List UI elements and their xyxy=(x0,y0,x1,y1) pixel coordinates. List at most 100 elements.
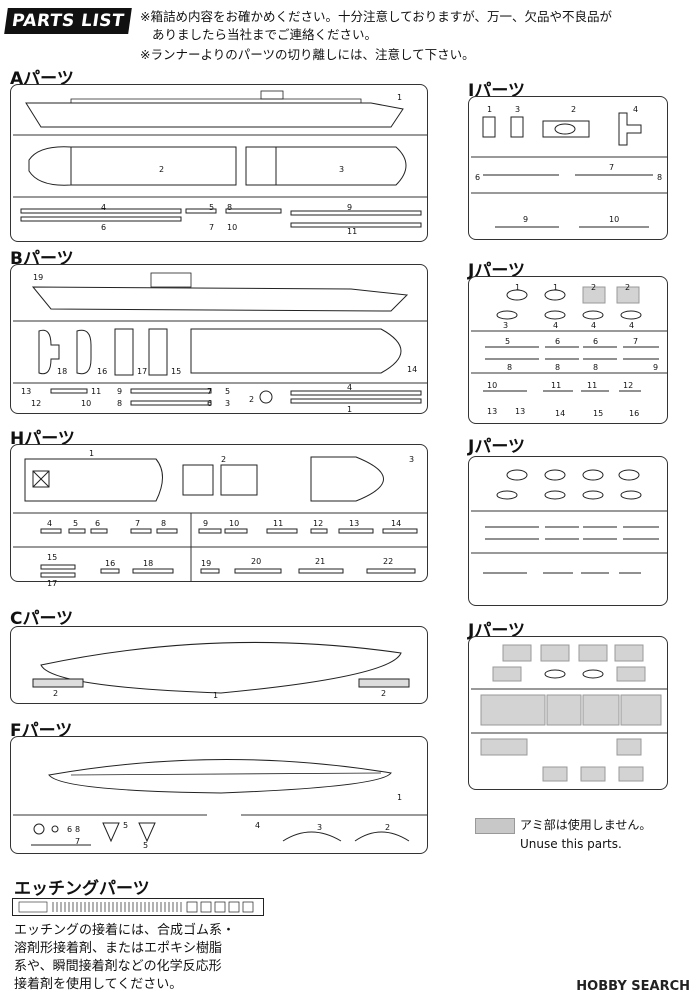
part-number: 15 xyxy=(593,409,604,418)
part-number: 4 xyxy=(101,203,107,212)
part-number: 2 xyxy=(159,165,165,174)
part-number: 1 xyxy=(213,691,219,700)
deck-parts-h xyxy=(13,456,427,581)
part-number: 1 xyxy=(397,793,403,802)
part-number: 12 xyxy=(623,381,634,390)
part-number: 20 xyxy=(251,557,262,566)
part-number: 4 xyxy=(47,519,53,528)
runner-f: 1 6 8 5 5 7 4 3 2 xyxy=(10,736,428,854)
part-number: 3 xyxy=(225,399,231,408)
unused-parts-swatch xyxy=(475,818,515,834)
notice-line-1: ※箱詰め内容をお確かめください。十分注意しておりますが、万一、欠品や不良品が xyxy=(140,9,612,24)
parts-j3 xyxy=(471,644,667,782)
parts-list-badge: PARTS LIST xyxy=(4,8,132,34)
part-number: 10 xyxy=(227,223,238,232)
part-number: 22 xyxy=(383,557,394,566)
part-number: 15 xyxy=(47,553,58,562)
part-number: 1 xyxy=(89,449,95,458)
section-title-etching: エッチングパーツ xyxy=(14,879,150,899)
etching-plate-parts xyxy=(18,901,254,913)
part-number: 14 xyxy=(555,409,566,418)
part-number: 12 xyxy=(31,399,42,408)
part-number: 11 xyxy=(551,381,562,390)
hobby-search-watermark: HOBBY SEARCH xyxy=(576,979,690,994)
part-number: 5 xyxy=(225,387,231,396)
part-number: 8 xyxy=(555,363,561,372)
part-number: 7 xyxy=(609,163,615,172)
part-number: 18 xyxy=(57,367,68,376)
parts-i xyxy=(471,112,667,228)
part-number: 3 xyxy=(503,321,509,330)
runner-j2 xyxy=(468,456,668,606)
part-number: 1 xyxy=(553,283,559,292)
part-number: 2 xyxy=(625,283,631,292)
part-number: 8 xyxy=(117,399,123,408)
part-number: 2 xyxy=(221,455,227,464)
part-number: 2 xyxy=(53,689,59,698)
part-number: 6 xyxy=(67,825,73,834)
part-number: 3 xyxy=(339,165,345,174)
part-number: 4 xyxy=(591,321,597,330)
part-number: 4 xyxy=(633,105,639,114)
part-number: 11 xyxy=(347,227,358,236)
runner-a: 1 2 3 4 5 6 7 8 9 10 11 xyxy=(10,84,428,242)
part-number: 7 xyxy=(633,337,639,346)
part-number: 11 xyxy=(91,387,102,396)
part-number: 5 xyxy=(123,821,129,830)
part-number: 2 xyxy=(385,823,391,832)
part-number: 13 xyxy=(21,387,32,396)
hull-upper-b19 xyxy=(13,272,427,406)
legend-text-en: Unuse this parts. xyxy=(520,837,622,851)
part-number: 6 xyxy=(101,223,107,232)
part-number: 14 xyxy=(391,519,402,528)
part-number: 8 xyxy=(75,825,81,834)
part-number: 18 xyxy=(143,559,154,568)
part-number: 5 xyxy=(143,841,149,850)
etching-note-line-4: 接着剤を使用してください。 xyxy=(14,977,183,992)
part-number: 10 xyxy=(487,381,498,390)
part-number: 1 xyxy=(397,93,403,102)
part-number: 9 xyxy=(203,519,209,528)
section-title-j2: Jパーツ xyxy=(468,437,525,457)
part-number: 8 xyxy=(227,203,233,212)
part-number: 19 xyxy=(33,273,44,282)
part-number: 10 xyxy=(229,519,240,528)
part-number: 9 xyxy=(117,387,123,396)
part-number: 21 xyxy=(315,557,326,566)
part-number: 3 xyxy=(515,105,521,114)
part-number: 14 xyxy=(407,365,418,374)
etching-note-line-1: エッチングの接着には、合成ゴム系・ xyxy=(14,923,236,938)
part-number: 6 xyxy=(555,337,561,346)
notice-line-2: ありましたら当社までご連絡ください。 xyxy=(152,27,378,42)
part-number: 5 xyxy=(505,337,511,346)
part-number: 9 xyxy=(347,203,353,212)
part-number: 8 xyxy=(657,173,663,182)
part-number: 16 xyxy=(629,409,640,418)
part-number: 7 xyxy=(75,837,81,846)
part-number: 2 xyxy=(249,395,255,404)
part-number: 10 xyxy=(609,215,620,224)
hull-lower-f1 xyxy=(13,758,427,846)
part-number: 6 xyxy=(95,519,101,528)
part-number: 15 xyxy=(171,367,182,376)
part-number: 2 xyxy=(381,689,387,698)
part-number: 10 xyxy=(81,399,92,408)
part-number: 11 xyxy=(587,381,598,390)
runner-h: 1 2 3 4 5 6 7 8 9 10 11 12 13 14 15 17 1… xyxy=(10,444,428,588)
runner-j3-unused xyxy=(468,636,668,790)
hull-lower-c1 xyxy=(32,641,410,694)
part-number: 1 xyxy=(515,283,521,292)
part-number: 11 xyxy=(273,519,284,528)
part-number: 4 xyxy=(255,821,261,830)
part-number: 17 xyxy=(47,579,58,588)
part-number: 12 xyxy=(313,519,324,528)
part-number: 6 xyxy=(593,337,599,346)
part-number: 1 xyxy=(487,105,493,114)
etching-note-line-3: 系や、瞬間接着剤などの化学反応形 xyxy=(14,959,222,974)
part-number: 2 xyxy=(591,283,597,292)
part-number: 3 xyxy=(317,823,323,832)
part-number: 6 xyxy=(207,399,213,408)
etching-plate xyxy=(12,898,264,916)
runner-i: 1 3 2 4 6 7 8 9 10 xyxy=(468,96,668,240)
part-number: 6 xyxy=(475,173,481,182)
